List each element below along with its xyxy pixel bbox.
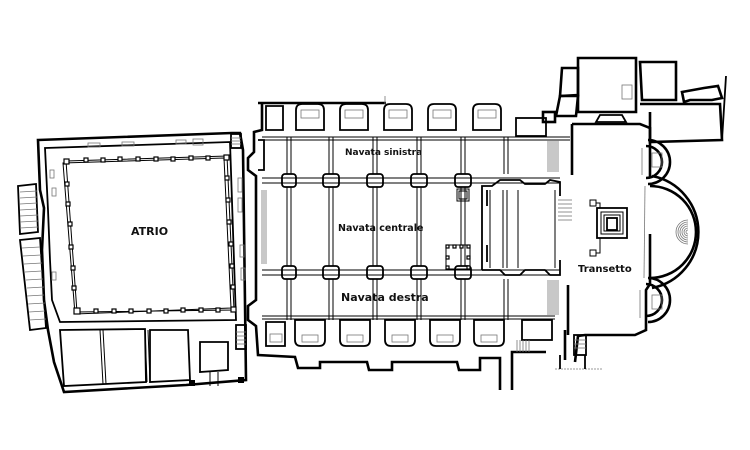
transept-block: [541, 56, 727, 370]
label-navata-sinistra: Navata sinistra: [345, 148, 423, 158]
nave-block: [246, 96, 572, 390]
label-atrio: ATRIO: [131, 225, 169, 238]
label-transetto: Transetto: [578, 264, 632, 275]
atrio-block: [17, 131, 248, 394]
label-navata-centrale: Navata centrale: [338, 223, 424, 234]
label-navata-destra: Navata destra: [341, 291, 429, 304]
